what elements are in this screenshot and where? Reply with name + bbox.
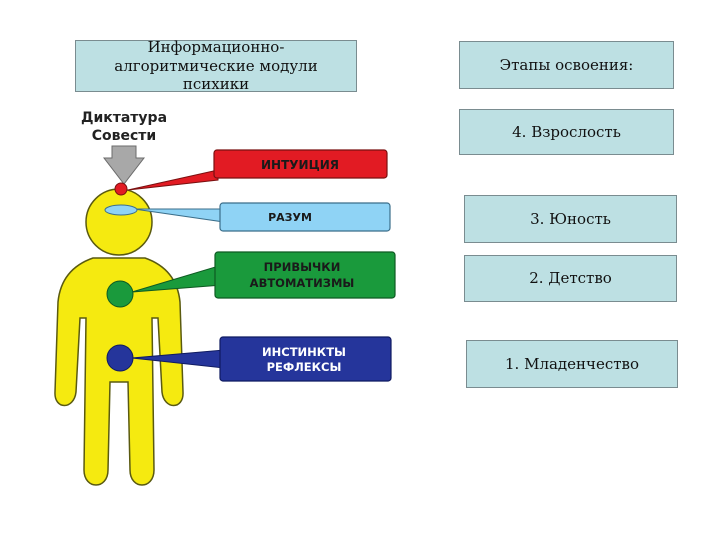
- callout-habits: ПРИВЫЧКИ АВТОМАТИЗМЫ: [106, 251, 396, 308]
- stage-infancy-label: 1. Младенчество: [505, 354, 639, 373]
- stage-childhood-box: 2. Детство: [464, 255, 677, 302]
- callout-habits-line1: ПРИВЫЧКИ: [264, 260, 341, 274]
- callout-instincts-line1: ИНСТИНКТЫ: [262, 345, 346, 359]
- modules-title-box: Информационно-алгоритмические модули пси…: [75, 37, 357, 94]
- stages-title-box: Этапы освоения:: [459, 41, 674, 89]
- stage-childhood-label: 2. Детство: [529, 269, 612, 288]
- top-label-line2: Совести: [92, 128, 156, 144]
- callout-reason-label: РАЗУМ: [268, 211, 312, 224]
- human-figure: [54, 188, 184, 486]
- modules-title: Информационно-алгоритмические модули пси…: [114, 37, 318, 94]
- callout-reason: РАЗУМ: [104, 202, 391, 232]
- callout-habits-line2: АВТОМАТИЗМЫ: [250, 276, 355, 290]
- callout-instincts: ИНСТИНКТЫ РЕФЛЕКСЫ: [106, 336, 392, 382]
- callout-instincts-line2: РЕФЛЕКСЫ: [267, 360, 342, 374]
- stage-adulthood-label: 4. Взрослость: [512, 122, 621, 141]
- stage-adulthood-box: 4. Взрослость: [459, 109, 674, 155]
- stage-youth-label: 3. Юность: [530, 209, 611, 228]
- top-label-line1: Диктатура: [81, 110, 167, 126]
- callout-intuition: ИНТУИЦИЯ: [114, 149, 388, 196]
- callout-intuition-label: ИНТУИЦИЯ: [261, 158, 339, 172]
- stages-title: Этапы освоения:: [499, 55, 634, 74]
- down-arrow-icon: [102, 145, 146, 185]
- stage-youth-box: 3. Юность: [464, 195, 677, 243]
- stage-infancy-box: 1. Младенчество: [466, 340, 678, 388]
